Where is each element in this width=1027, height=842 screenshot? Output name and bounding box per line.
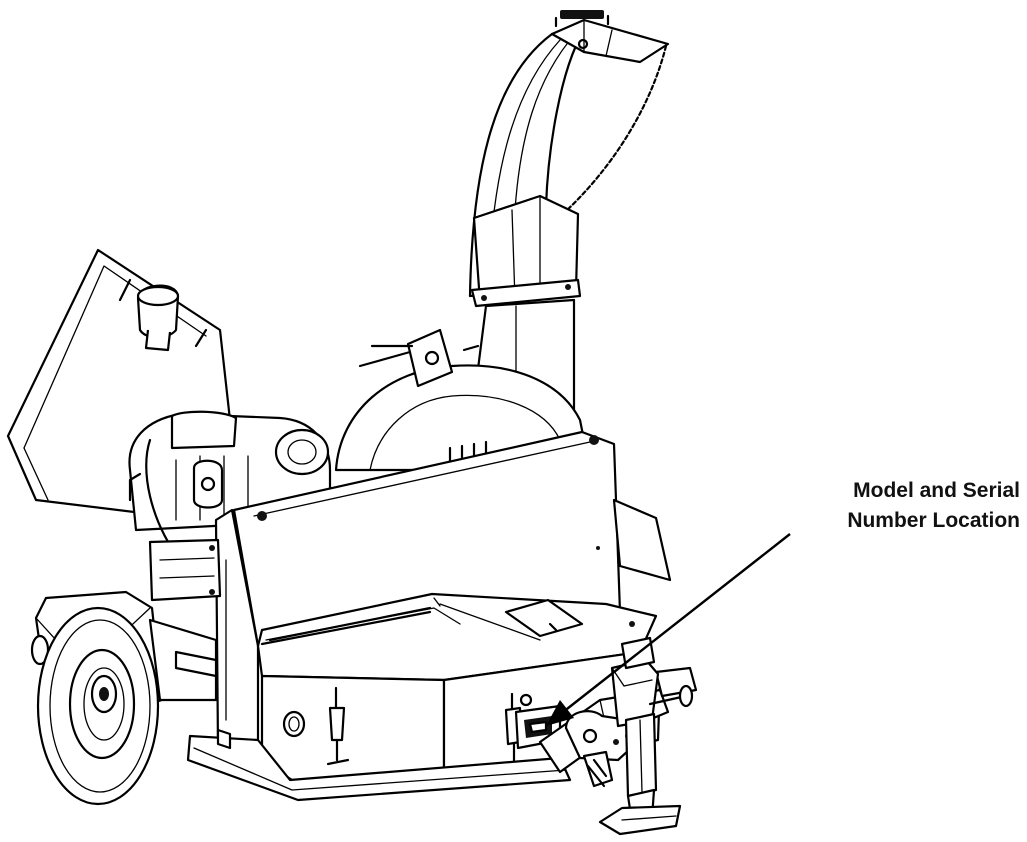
serial-number-callout: Model and Serial Number Location	[770, 476, 1020, 536]
callout-leader	[546, 533, 791, 726]
callout-arrowhead	[546, 700, 574, 726]
callout-line-1: Model and Serial	[853, 479, 1020, 502]
wheel-and-fender	[30, 590, 218, 806]
tow-hitch-and-jack	[564, 636, 694, 836]
callout-line-2: Number Location	[847, 509, 1020, 532]
